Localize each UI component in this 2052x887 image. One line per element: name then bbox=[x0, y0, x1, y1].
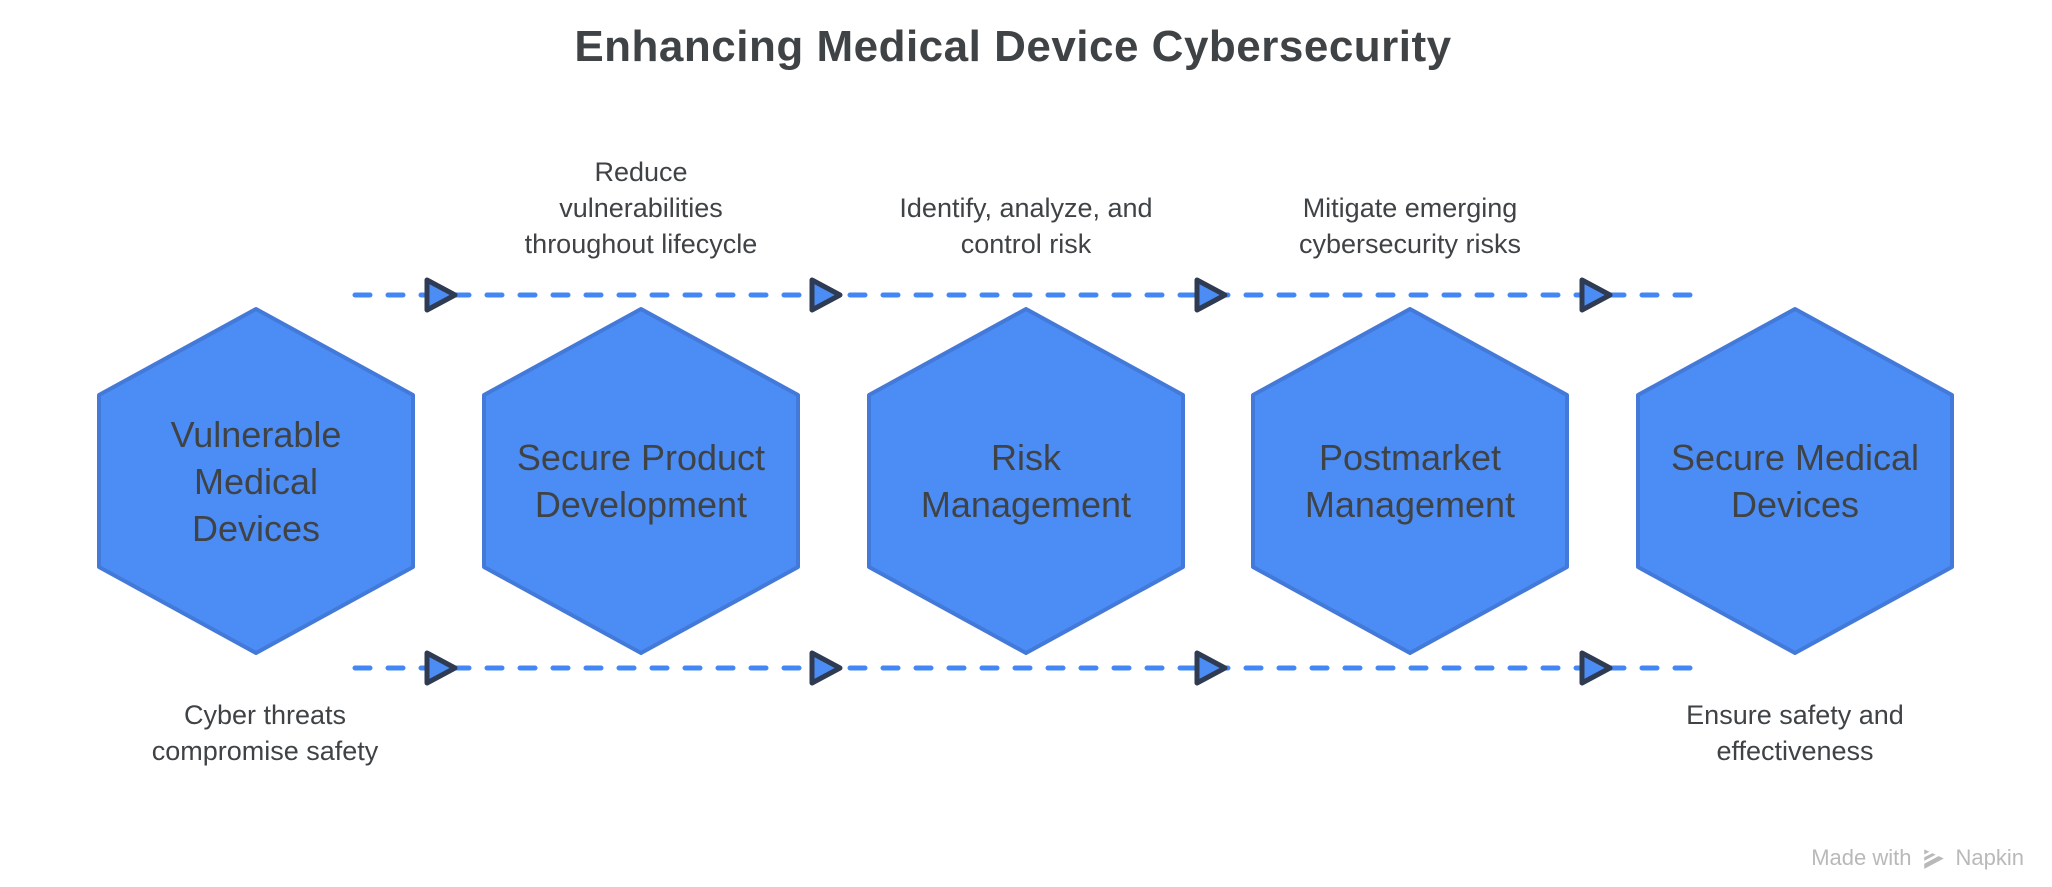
watermark-brand-text: Napkin bbox=[1955, 845, 2024, 870]
arrowhead-icon bbox=[809, 277, 843, 313]
hexagon-label-secure-medical-devices: Secure Medical Devices bbox=[1670, 437, 1920, 525]
made-with-napkin-link[interactable]: Made with Napkin bbox=[1811, 845, 2024, 871]
annotation-cyber-threats-compromise-safety: Cyber threats compromise safety bbox=[151, 700, 379, 766]
annotation-identify-analyze-control-risk: Identify, analyze, and control risk bbox=[899, 193, 1153, 259]
arrowhead-icon bbox=[424, 277, 458, 313]
hexagon-risk-management bbox=[867, 307, 1185, 655]
annotation-mitigate-emerging-risks: Mitigate emerging cybersecurity risks bbox=[1298, 193, 1522, 259]
hexagon-vulnerable-medical-devices bbox=[97, 307, 415, 655]
arrowhead-icon bbox=[1194, 277, 1228, 313]
arrowhead-icon bbox=[1194, 650, 1228, 686]
hexagon-secure-product-development bbox=[482, 307, 800, 655]
arrowhead-icon bbox=[424, 650, 458, 686]
annotation-reduce-vulnerabilities: Reduce vulnerabilities throughout lifecy… bbox=[524, 157, 758, 259]
arrowhead-icon bbox=[1579, 650, 1613, 686]
napkin-logo-icon bbox=[1922, 849, 1944, 869]
watermark-made-with-text: Made with bbox=[1811, 845, 1912, 870]
annotation-ensure-safety-effectiveness: Ensure safety and effectiveness bbox=[1686, 700, 1904, 766]
hexagon-postmarket-management bbox=[1251, 307, 1569, 655]
hexagon-label-risk-management: Risk Management bbox=[920, 437, 1132, 525]
hexagon-label-secure-product-development: Secure Product Development bbox=[516, 437, 766, 525]
hexagon-label-postmarket-management: Postmarket Management bbox=[1304, 437, 1516, 525]
hexagon-label-vulnerable-medical-devices: Vulnerable Medical Devices bbox=[170, 413, 342, 549]
arrowhead-icon bbox=[1579, 277, 1613, 313]
arrowhead-icon bbox=[809, 650, 843, 686]
diagram-title: Enhancing Medical Device Cybersecurity bbox=[574, 22, 1452, 71]
hexagon-secure-medical-devices bbox=[1636, 307, 1954, 655]
